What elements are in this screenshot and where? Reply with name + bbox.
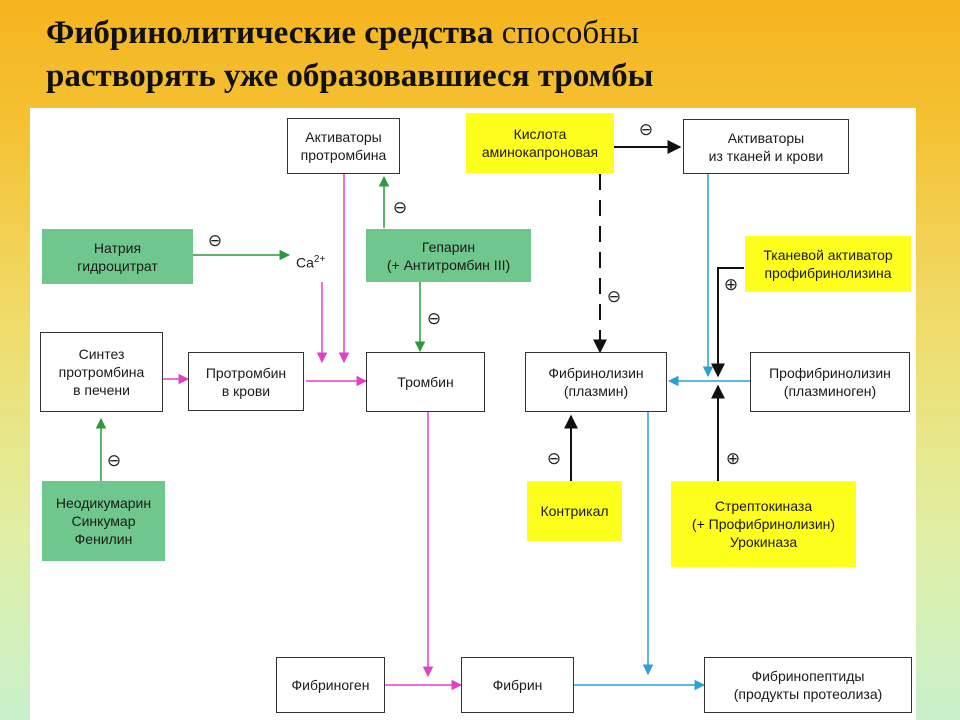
box-aminocaproic-acid: Кислота аминокапроновая bbox=[466, 113, 614, 173]
minus-sign-anticoagulants: ⊖ bbox=[106, 451, 122, 471]
box-profibrinolysin: Профибринолизин (плазминоген) bbox=[750, 352, 910, 412]
minus-sign-aminocaproic-activators: ⊖ bbox=[638, 120, 654, 140]
box-sodium-hydrocitrate: Натрия гидроцитрат bbox=[42, 229, 193, 284]
box-fibrinogen: Фибриноген bbox=[276, 657, 385, 713]
box-heparin: Гепарин (+ Антитромбин III) bbox=[366, 229, 531, 282]
box-anticoagulants: Неодикумарин Синкумар Фенилин bbox=[42, 481, 165, 561]
box-fibrinopeptides: Фибринопептиды (продукты протеолиза) bbox=[704, 657, 912, 713]
plus-sign-tissue-activator: ⊕ bbox=[723, 275, 739, 295]
box-activators-tissue-blood: Активаторы из тканей и крови bbox=[683, 119, 849, 174]
title-bold-part2: растворять уже образовавшиеся тромбы bbox=[46, 58, 654, 94]
plus-sign-streptokinase: ⊕ bbox=[725, 449, 741, 469]
box-fibrin: Фибрин bbox=[461, 657, 574, 713]
calcium-base: Ca bbox=[296, 254, 314, 271]
box-streptokinase: Стрептокиназа (+ Профибринолизин) Урокин… bbox=[671, 481, 856, 567]
box-prothrombin-blood: Протромбин в крови bbox=[188, 352, 304, 411]
minus-sign-hydrocitrate: ⊖ bbox=[207, 231, 223, 251]
calcium-ion-label: Ca2+ bbox=[296, 254, 325, 271]
minus-sign-heparin-activators: ⊖ bbox=[392, 198, 408, 218]
box-tissue-activator: Тканевой активатор профибринолизина bbox=[745, 236, 911, 292]
title-normal-part: способны bbox=[501, 15, 640, 51]
arrow-tissue-activator-path bbox=[711, 267, 744, 378]
page-title: Фибринолитические средства способны раст… bbox=[46, 12, 926, 98]
box-activators-prothrombin: Активаторы протромбина bbox=[287, 118, 400, 174]
minus-sign-contrical: ⊖ bbox=[546, 449, 562, 469]
box-prothrombin-synthesis: Синтез протромбина в печени bbox=[40, 332, 163, 412]
box-thrombin: Тромбин bbox=[366, 352, 485, 412]
title-bold-part1: Фибринолитические средства bbox=[46, 15, 494, 51]
box-fibrinolysin: Фибринолизин (плазмин) bbox=[525, 352, 667, 412]
calcium-charge: 2+ bbox=[313, 254, 326, 265]
minus-sign-aminocaproic-fibrinolysin: ⊖ bbox=[606, 287, 622, 307]
minus-sign-heparin-thrombin: ⊖ bbox=[426, 309, 442, 329]
box-contrical: Контрикал bbox=[527, 481, 622, 541]
diagram-panel bbox=[30, 108, 916, 720]
